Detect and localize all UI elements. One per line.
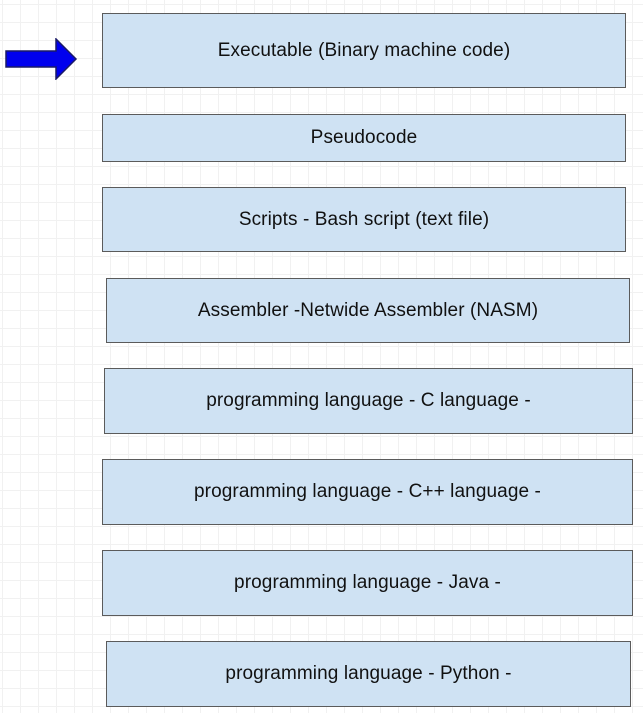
box-label: programming language - Python -	[225, 663, 512, 684]
box-label: Assembler -Netwide Assembler (NASM)	[197, 299, 539, 321]
box-pseudocode: Pseudocode	[102, 114, 626, 162]
box-label: programming language - C++ language -	[194, 481, 541, 502]
box-python: programming language - Python -	[106, 641, 631, 707]
box-java: programming language - Java -	[102, 550, 633, 616]
box-executable: Executable (Binary machine code)	[102, 13, 626, 88]
box-label: Executable (Binary machine code)	[217, 39, 511, 61]
box-c-language: programming language - C language -	[104, 368, 633, 434]
box-label: Pseudocode	[310, 127, 418, 148]
box-label: programming language - C language -	[206, 390, 531, 411]
box-label: Scripts - Bash script (text file)	[238, 208, 490, 230]
box-cpp-language: programming language - C++ language -	[102, 459, 633, 525]
right-arrow-icon	[5, 38, 78, 80]
box-label: programming language - Java -	[234, 572, 501, 593]
box-assembler: Assembler -Netwide Assembler (NASM)	[106, 278, 630, 343]
box-scripts: Scripts - Bash script (text file)	[102, 187, 626, 252]
